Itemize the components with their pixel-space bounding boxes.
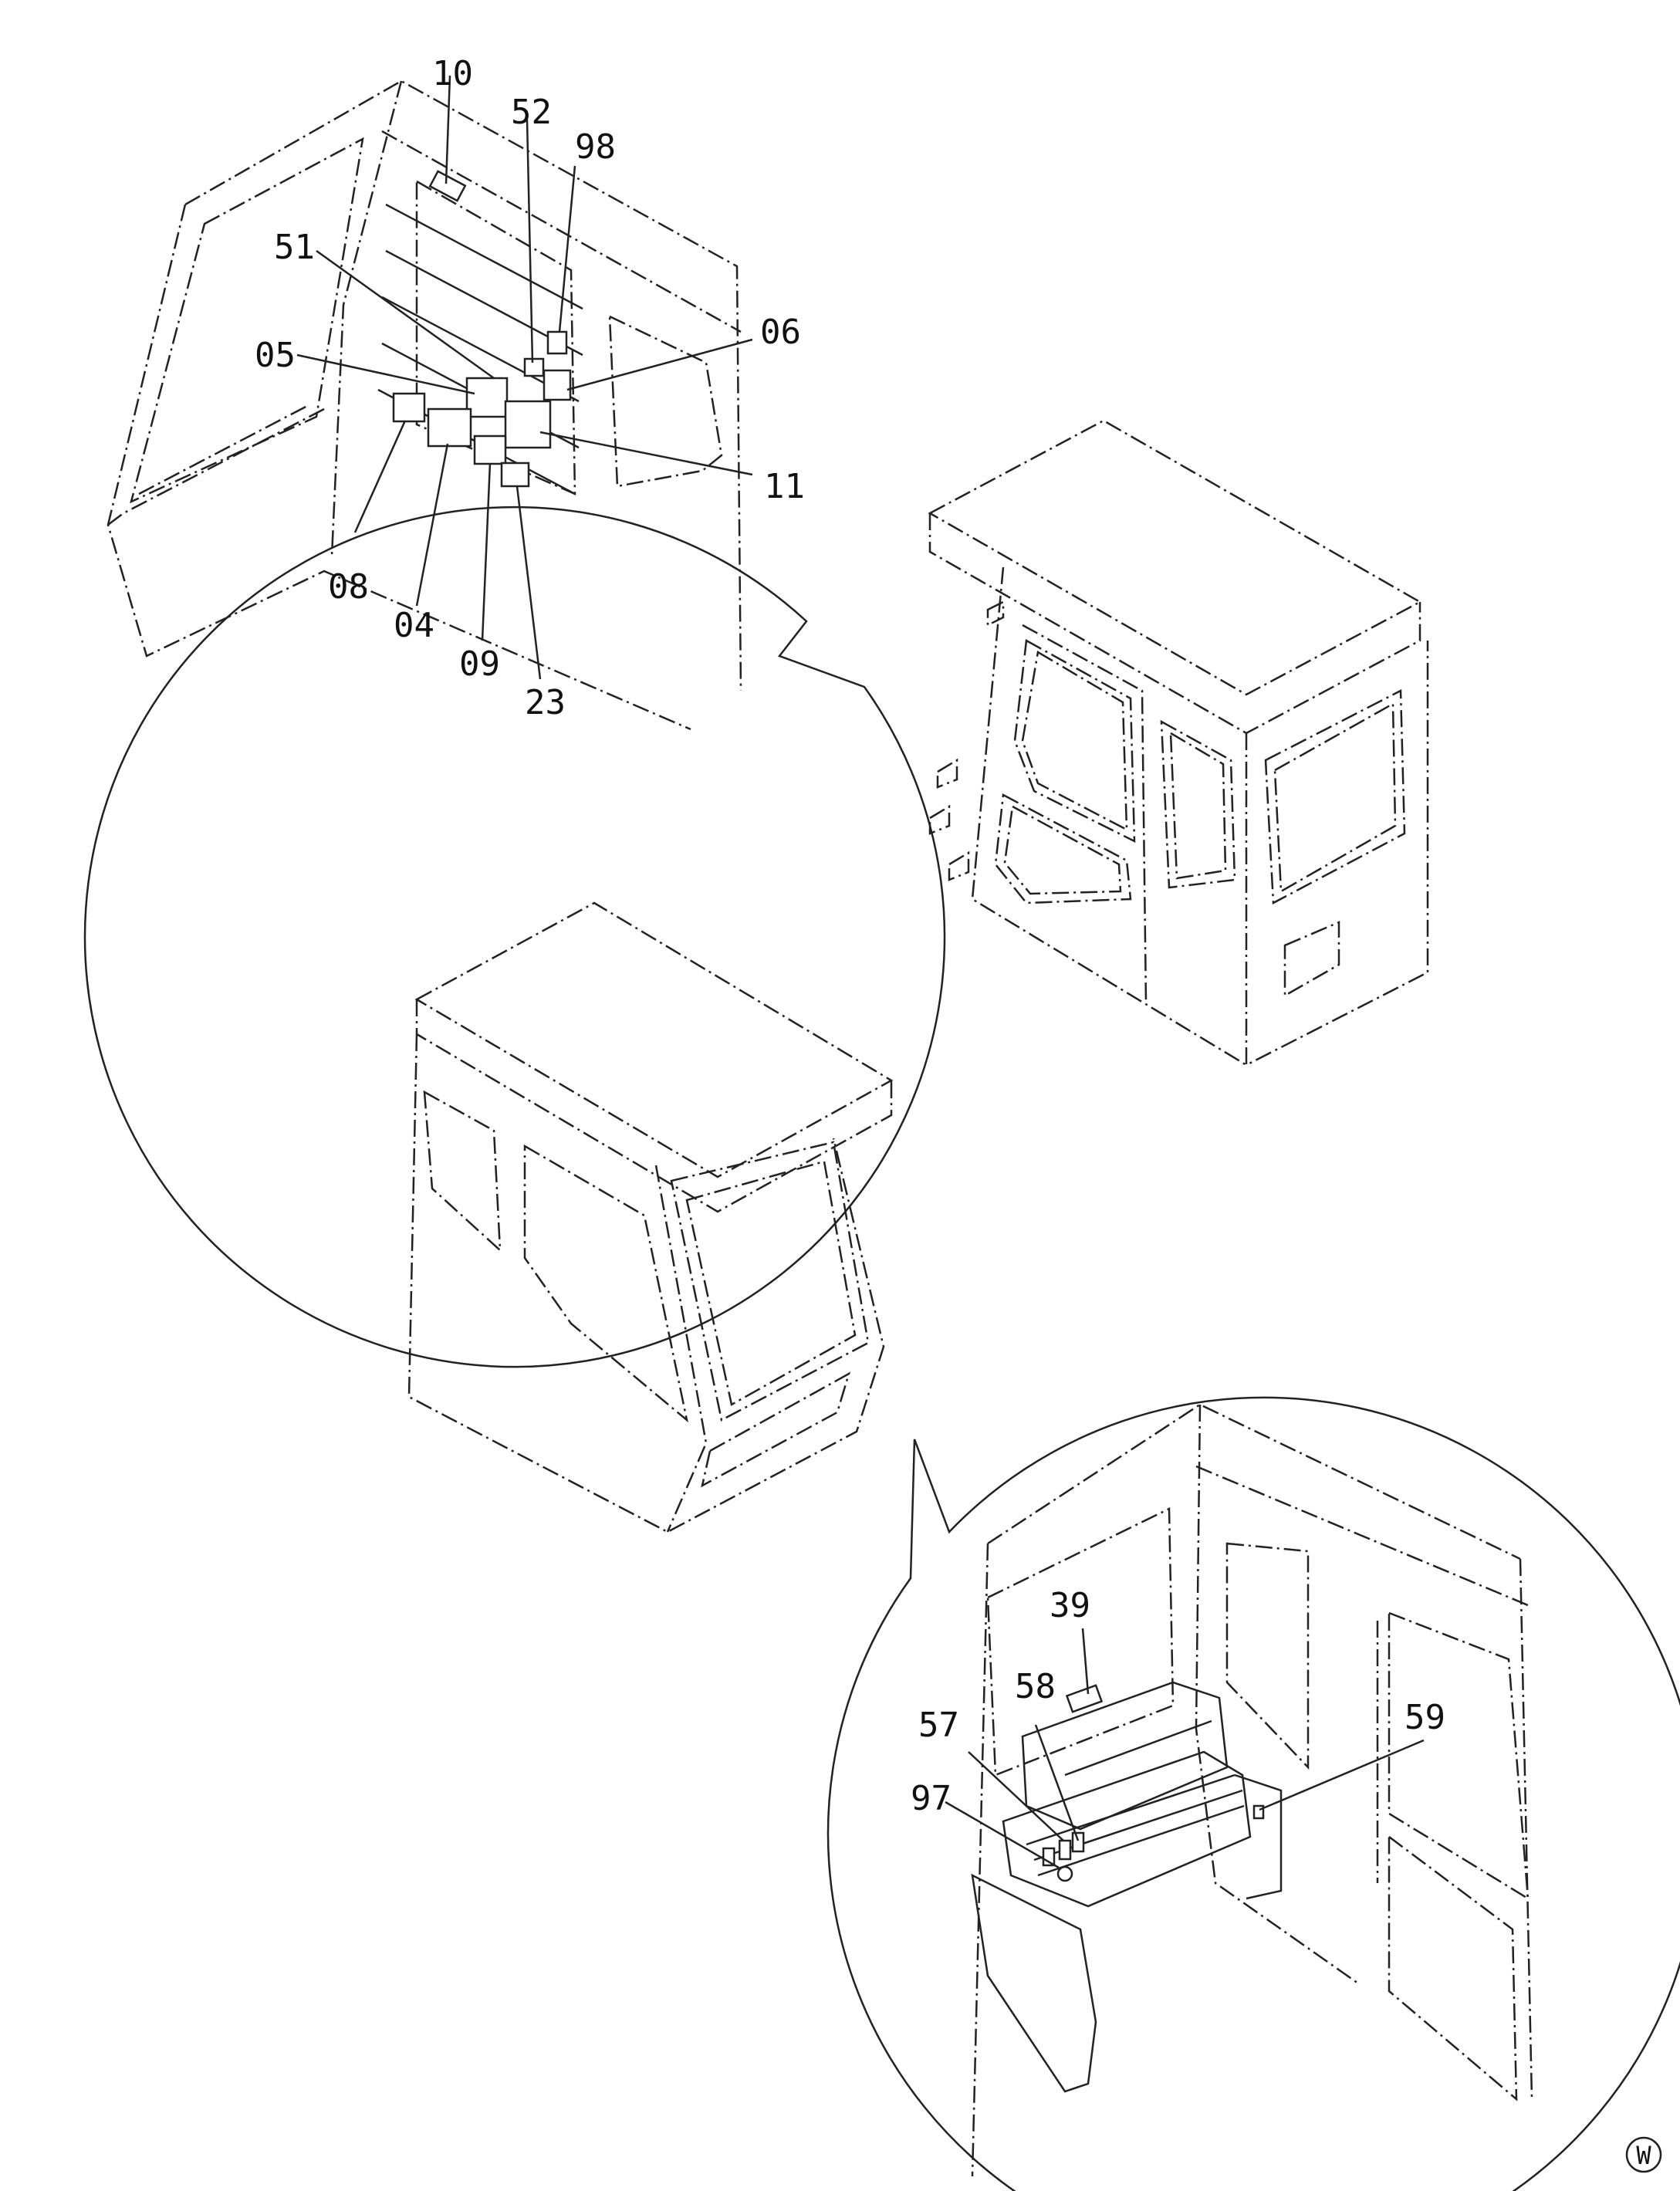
callout-23: 23 [525,683,566,722]
callout-08: 08 [328,567,369,607]
detail-bubble-bottom: 39 58 57 59 97 [826,1396,1680,2191]
callout-05: 05 [255,336,296,375]
callout-39: 39 [1050,1586,1090,1625]
callout-97: 97 [911,1779,952,1818]
callout-06: 06 [760,313,801,352]
callout-58: 58 [1015,1667,1056,1706]
callout-51: 51 [274,228,315,267]
callout-11: 11 [764,467,805,506]
view-mark-w: W [1625,2136,1662,2173]
callout-57: 57 [918,1706,959,1745]
callout-59: 59 [1405,1698,1445,1737]
callout-98: 98 [575,127,616,167]
callout-10: 10 [432,54,473,93]
detail-bubble-top: 10 52 98 51 06 05 11 08 04 09 23 [83,54,946,1368]
cab-center-view [407,901,894,1533]
cab-right-view [928,419,1429,1067]
callout-09: 09 [459,644,500,684]
view-mark-letter: W [1636,2141,1651,2170]
callout-52: 52 [511,93,552,132]
callout-04: 04 [394,606,434,645]
